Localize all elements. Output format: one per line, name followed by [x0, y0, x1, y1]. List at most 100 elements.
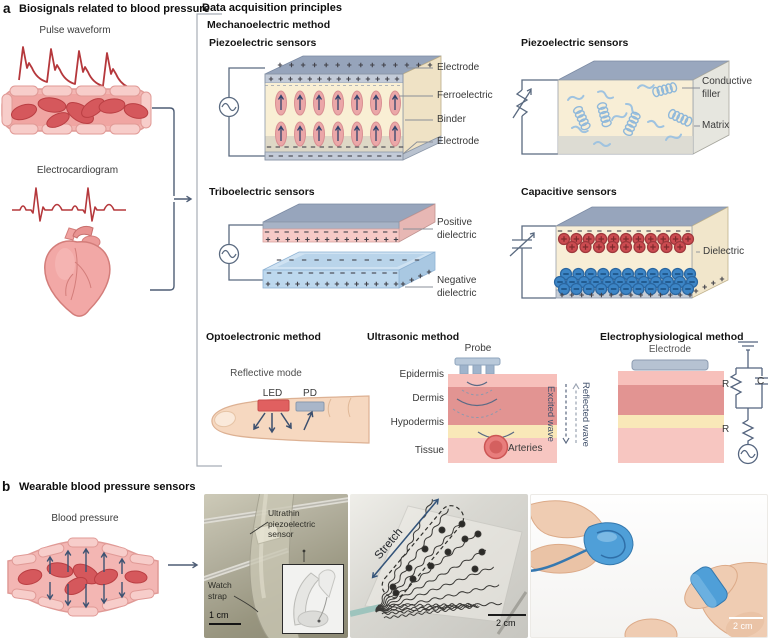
charge-symbols [266, 62, 433, 157]
variable-capacitor-icon [509, 225, 556, 299]
layer-hypodermis: Hypodermis [390, 417, 444, 428]
c-label: C [757, 376, 765, 387]
panel-a-letter: a [3, 1, 11, 16]
label-ferroelectric: Ferroelectric [437, 90, 493, 101]
reflective-mode-label: Reflective mode [230, 368, 302, 379]
electrode-label: Electrode [648, 344, 692, 355]
probe-bar [454, 357, 501, 366]
positive-ion-spheres [557, 232, 695, 254]
photo-stretchable-sensor: Stretch 2 cm [350, 494, 528, 638]
ultrasonic-title: Ultrasonic method [367, 331, 460, 343]
layer-epidermis: Epidermis [399, 369, 444, 380]
sensor-inset [282, 564, 344, 634]
capacitive-title: Capacitive sensors [521, 186, 617, 198]
optoelectronic-title: Optoelectronic method [206, 331, 321, 343]
red-blood-cells [17, 562, 148, 596]
fingernail [214, 410, 236, 428]
skin-electrode-bar [631, 359, 709, 371]
serpentine-array [375, 499, 503, 619]
pd-label: PD [303, 388, 317, 399]
layer-tissue: Tissue [414, 445, 444, 456]
ac-source-icon [218, 224, 263, 281]
capacitive-diagram [509, 206, 729, 299]
label-matrix: Matrix [702, 120, 730, 131]
blood-vessel-illustration [1, 85, 152, 135]
mechanoelectric-title: Mechanoelectric method [207, 19, 331, 31]
piezo-right-diagram [512, 60, 730, 155]
charge-symbols [264, 231, 399, 242]
sensor-film [253, 523, 281, 545]
fingertip [624, 618, 678, 637]
label-negative-dielectric: Negative dielectric [437, 275, 477, 299]
stretch-arrow [371, 498, 439, 579]
charge-symbols [265, 259, 432, 287]
probe-label: Probe [464, 343, 492, 354]
wave-direction-arrows [562, 382, 580, 445]
led-block [257, 399, 290, 412]
electrophysiology-diagram [618, 341, 768, 465]
arteries-label: Arteries [508, 443, 543, 454]
inset-sensor-render [293, 569, 336, 628]
piezo-left-title: Piezoelectric sensors [209, 37, 317, 49]
panel-b-letter: b [2, 479, 11, 494]
pressure-arrows [46, 547, 126, 609]
pulse-waveform-label: Pulse waveform [39, 25, 111, 36]
merge-arrow [168, 195, 199, 569]
vessel-wall-segments [11, 537, 155, 617]
reflected-wave-label: Reflected wave [580, 382, 591, 447]
photo2-scale-bar [488, 614, 526, 616]
pulsating-vessel-illustration [7, 537, 159, 617]
label-electrode-bottom: Electrode [437, 136, 480, 147]
photo-watch-strap-sensor: Ultrathin piezoelectric sensor Watch str… [204, 494, 348, 638]
conductive-filler-coils [572, 82, 693, 137]
panel-a-title: Biosignals related to blood pressure [19, 3, 210, 15]
callout-lines [682, 87, 700, 127]
pd-block [295, 401, 325, 412]
electrophysiological-title: Electrophysiological method [600, 331, 744, 343]
ferroelectric-dipoles [275, 90, 401, 147]
negative-ion-spheres [553, 267, 699, 296]
ultrasound-diagram [448, 357, 557, 463]
r2-label: R [722, 424, 730, 435]
charge-symbols [559, 276, 725, 298]
ecg-trace [12, 187, 126, 222]
watch-strap-label: Watch strap [208, 580, 232, 601]
leader-lines [233, 521, 305, 613]
ac-source-icon [218, 67, 265, 157]
r1-label: R [722, 379, 730, 390]
blood-pressure-label: Blood pressure [51, 513, 119, 524]
ultrathin-sensor-label: Ultrathin piezoelectric sensor [268, 508, 316, 540]
ecg-label: Electrocardiogram [36, 165, 119, 176]
piezo-right-title: Piezoelectric sensors [521, 37, 629, 49]
sensor-wire [531, 547, 590, 572]
variable-resistor-icon [512, 79, 558, 155]
layer-dermis: Dermis [412, 393, 444, 404]
panel-b-title: Wearable blood pressure sensors [19, 481, 196, 493]
label-positive-dielectric: Positive dielectric [437, 217, 477, 241]
red-blood-cells [10, 97, 149, 128]
tribo-diagram [218, 203, 436, 289]
excited-wave-label: Excited wave [545, 386, 556, 442]
equivalent-circuit [729, 341, 768, 465]
photo2-scale-label: 2 cm [496, 618, 516, 628]
callout-lines [399, 67, 433, 155]
photo2-graphics: Stretch [350, 498, 528, 635]
finger-diagram [211, 395, 370, 444]
photo-finger-clip-sensor: 2 cm [530, 494, 768, 638]
blue-clip-worn [689, 566, 728, 609]
photo1-scale-bar [209, 623, 241, 625]
daq-title: Data acquisition principles [202, 2, 342, 14]
filler-squiggles [567, 84, 683, 147]
label-dielectric: Dielectric [703, 246, 745, 257]
piezo-left-diagram [218, 55, 442, 161]
callout-lines [403, 228, 433, 288]
label-conductive-filler: Conductive filler [702, 76, 753, 100]
pulse-waveform-trace [18, 46, 132, 89]
light-arrows [253, 410, 314, 434]
led-label: LED [262, 388, 283, 399]
photo3-scale-bar [729, 617, 763, 619]
tribo-title: Triboelectric sensors [209, 186, 315, 198]
label-binder: Binder [437, 114, 466, 125]
photo3-scale-label: 2 cm [733, 621, 753, 631]
